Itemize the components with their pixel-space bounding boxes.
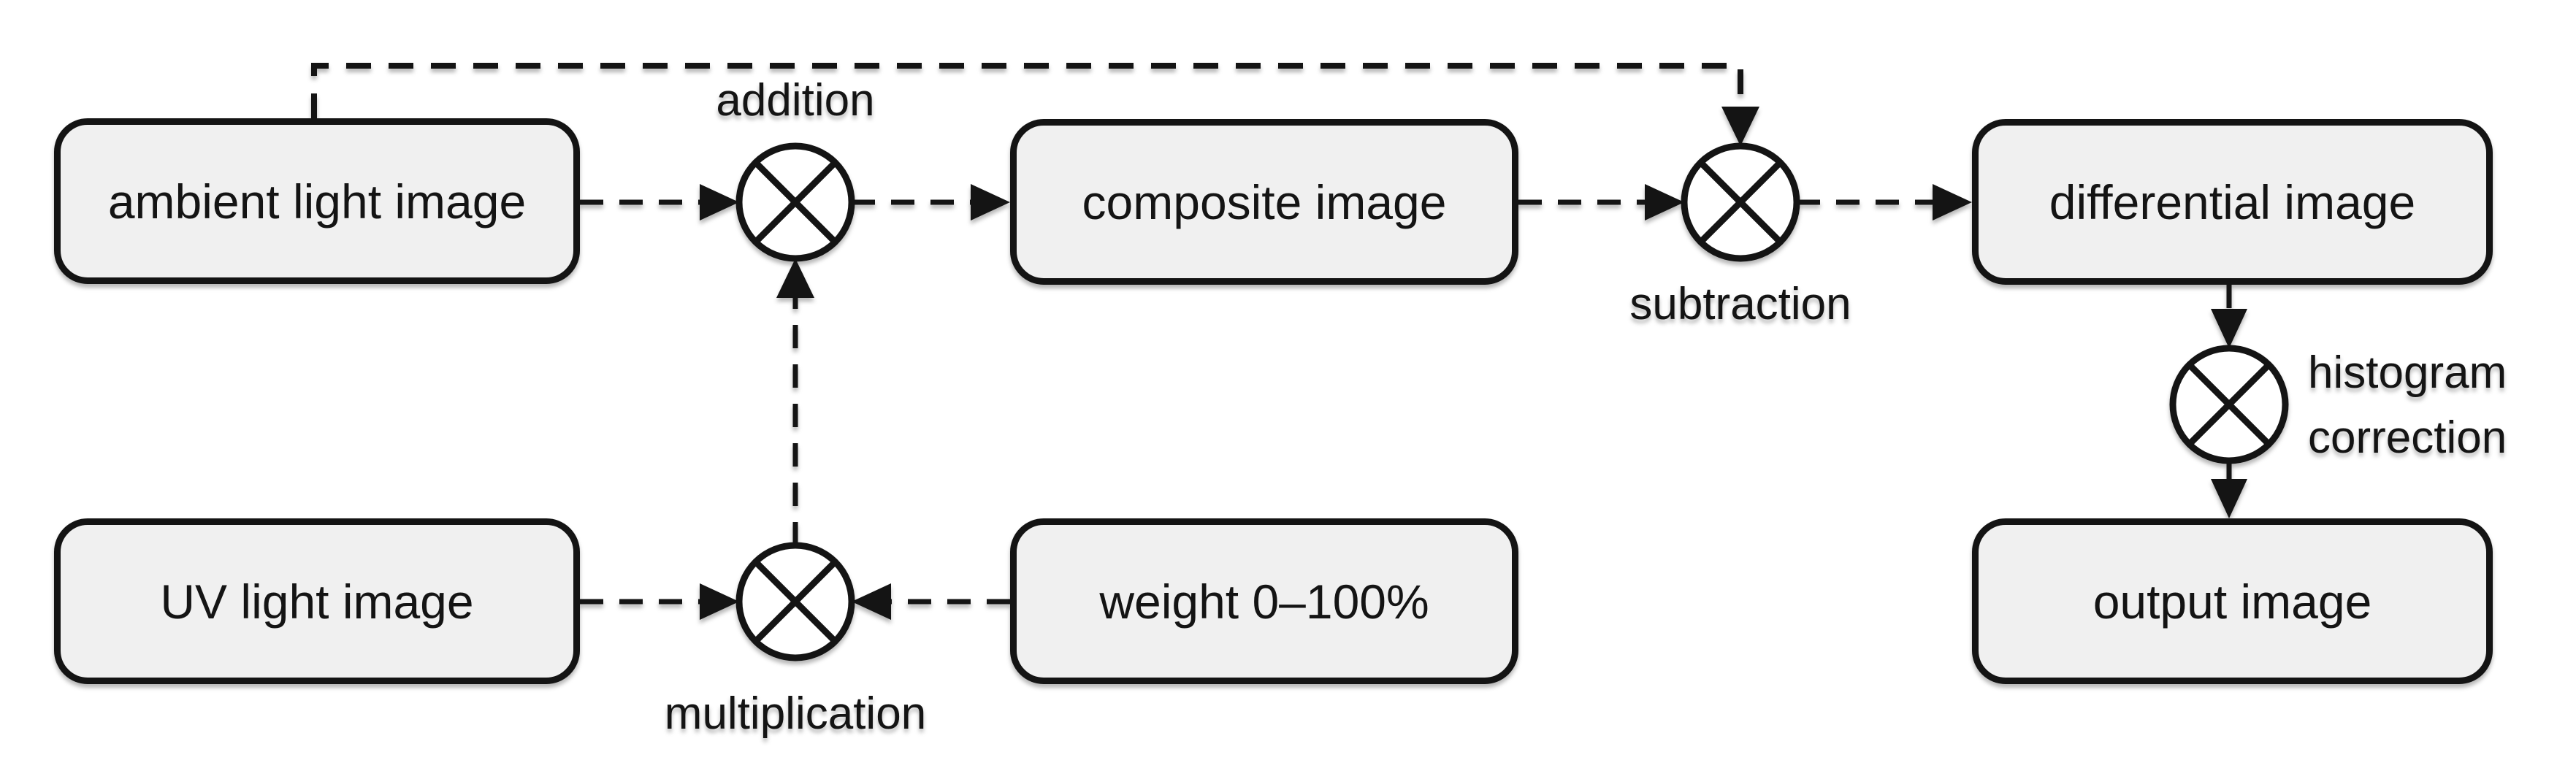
node-label: weight 0–100% bbox=[1099, 574, 1429, 629]
histogram-correction-label-line1: histogram bbox=[2308, 348, 2507, 398]
node-label: differential image bbox=[2049, 174, 2416, 229]
arrow-composite-to-subtraction bbox=[1518, 184, 1684, 220]
arrowhead-icon bbox=[776, 258, 814, 298]
arrow-addition-to-composite bbox=[852, 184, 1010, 220]
arrow-ambient-to-subtraction-feedback bbox=[311, 63, 1759, 146]
arrow-histogram-to-output bbox=[2211, 461, 2247, 518]
arrowhead-icon bbox=[1933, 184, 1972, 220]
addition-operator bbox=[735, 142, 855, 262]
arrowhead-icon bbox=[2211, 479, 2247, 518]
node-label: UV light image bbox=[160, 574, 474, 629]
arrowhead-icon bbox=[700, 184, 739, 220]
arrowhead-icon bbox=[1721, 107, 1759, 146]
cross-icon bbox=[753, 160, 838, 245]
node-uv-light-image: UV light image bbox=[54, 518, 580, 684]
histogram-correction-label: histogram correction bbox=[2308, 340, 2507, 470]
node-ambient-light-image: ambient light image bbox=[54, 118, 580, 284]
node-weight: weight 0–100% bbox=[1010, 518, 1518, 684]
node-composite-image: composite image bbox=[1010, 119, 1518, 285]
multiplication-label: multiplication bbox=[664, 688, 927, 739]
node-label: output image bbox=[2092, 574, 2372, 629]
arrowhead-icon bbox=[700, 583, 739, 620]
histogram-correction-operator bbox=[2169, 345, 2289, 464]
cross-icon bbox=[753, 559, 838, 644]
subtraction-operator bbox=[1681, 142, 1800, 262]
arrow-uv-to-multiplication bbox=[580, 583, 739, 620]
node-label: composite image bbox=[1082, 174, 1447, 229]
cross-icon bbox=[1698, 160, 1783, 245]
dashed-line bbox=[311, 63, 1743, 118]
cross-icon bbox=[2187, 362, 2271, 447]
arrowhead-icon bbox=[852, 583, 891, 620]
arrowhead-icon bbox=[2211, 309, 2247, 348]
arrow-weight-to-multiplication bbox=[852, 583, 1010, 620]
node-output-image: output image bbox=[1972, 518, 2493, 684]
subtraction-label: subtraction bbox=[1629, 279, 1851, 329]
addition-label: addition bbox=[716, 75, 875, 126]
multiplication-operator bbox=[735, 542, 855, 661]
node-label: ambient light image bbox=[107, 174, 527, 229]
histogram-correction-label-line2: correction bbox=[2308, 413, 2507, 463]
node-differential-image: differential image bbox=[1972, 119, 2493, 285]
arrow-ambient-to-addition bbox=[580, 184, 739, 220]
arrow-multiplication-to-addition bbox=[776, 258, 814, 545]
arrowhead-icon bbox=[1645, 184, 1684, 220]
arrow-subtraction-to-differential bbox=[1797, 184, 1972, 220]
arrowhead-icon bbox=[971, 184, 1010, 220]
arrow-differential-to-histogram bbox=[2211, 285, 2247, 348]
